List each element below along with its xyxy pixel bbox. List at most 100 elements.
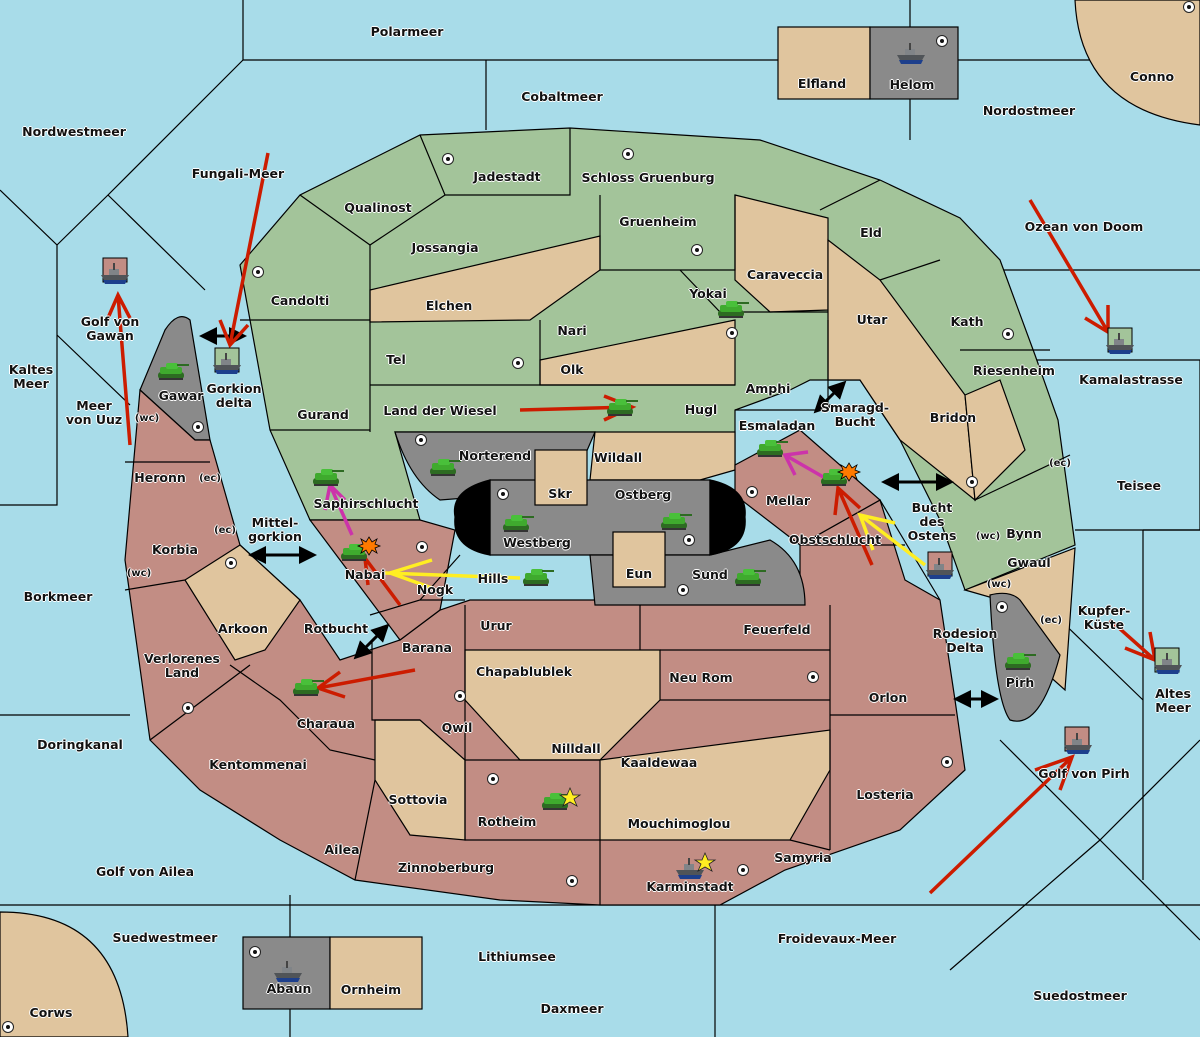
land-label[interactable]: Elchen bbox=[425, 298, 473, 313]
sea-label[interactable]: Cobaltmeer bbox=[521, 89, 603, 104]
land-label[interactable]: Kath bbox=[950, 314, 984, 329]
land-label[interactable]: Elfland bbox=[797, 76, 847, 91]
land-label[interactable]: Corws bbox=[29, 1005, 73, 1020]
sea-label[interactable]: Daxmeer bbox=[540, 1001, 604, 1016]
land-label[interactable]: Feuerfeld bbox=[743, 622, 811, 637]
sea-label[interactable]: Teisee bbox=[1116, 478, 1162, 493]
sea-label[interactable]: Polarmeer bbox=[370, 24, 444, 39]
land-label[interactable]: Urur bbox=[480, 618, 512, 633]
sea-label[interactable]: Rodesion Delta bbox=[932, 626, 998, 655]
land-label[interactable]: Helom bbox=[889, 77, 935, 92]
land-label[interactable]: Samyria bbox=[774, 850, 832, 865]
coast-label: (wc) bbox=[975, 531, 1001, 542]
land-label[interactable]: Karminstadt bbox=[646, 879, 734, 894]
sea-label[interactable]: Kaltes Meer bbox=[8, 362, 54, 391]
sea-label[interactable]: Kupfer- Küste bbox=[1077, 603, 1131, 632]
land-label[interactable]: Nabai bbox=[344, 567, 386, 582]
land-label[interactable]: Candolti bbox=[270, 293, 330, 308]
land-label[interactable]: Norterend bbox=[458, 448, 532, 463]
land-label[interactable]: Pirh bbox=[1005, 675, 1035, 690]
land-label[interactable]: Rotheim bbox=[477, 814, 537, 829]
sea-label[interactable]: Kamalastrasse bbox=[1079, 372, 1183, 387]
land-label[interactable]: Chapablublek bbox=[475, 664, 573, 679]
land-label[interactable]: Barana bbox=[402, 640, 452, 655]
land-label[interactable]: Qualinost bbox=[344, 200, 412, 215]
land-label[interactable]: Conno bbox=[1129, 69, 1175, 84]
land-label[interactable]: Mellar bbox=[765, 493, 811, 508]
sea-label[interactable]: Golf von Gawan bbox=[80, 314, 140, 343]
sea-label[interactable]: Borkmeer bbox=[23, 589, 93, 604]
land-label[interactable]: Sottovia bbox=[388, 792, 448, 807]
land-label[interactable]: Verlorenes Land bbox=[144, 651, 220, 680]
land-label[interactable]: Jossangia bbox=[411, 240, 479, 255]
sea-label[interactable]: Lithiumsee bbox=[478, 949, 556, 964]
move-order bbox=[218, 152, 270, 349]
sea-label[interactable]: Meer von Uuz bbox=[65, 398, 123, 427]
land-label[interactable]: Wildall bbox=[593, 450, 643, 465]
land-label[interactable]: Gwaul bbox=[1007, 555, 1051, 570]
land-label[interactable]: Caraveccia bbox=[746, 267, 824, 282]
land-label[interactable]: Obstschlucht bbox=[788, 532, 882, 547]
land-label[interactable]: Land der Wiesel bbox=[383, 403, 497, 418]
land-label[interactable]: Zinnoberburg bbox=[397, 860, 495, 875]
land-label[interactable]: Utar bbox=[856, 312, 888, 327]
sea-label[interactable]: Froidevaux-Meer bbox=[777, 931, 897, 946]
sea-label[interactable]: Doringkanal bbox=[37, 737, 123, 752]
land-label[interactable]: Gurand bbox=[297, 407, 349, 422]
sea-label[interactable]: Bucht des Ostens bbox=[907, 500, 957, 543]
land-label[interactable]: Sund bbox=[692, 567, 728, 582]
land-label[interactable]: Bynn bbox=[1006, 526, 1042, 541]
land-label[interactable]: Saphirschlucht bbox=[313, 496, 419, 511]
sea-label[interactable]: Gorkion delta bbox=[206, 381, 262, 410]
land-label[interactable]: Arkoon bbox=[218, 621, 268, 636]
sea-label[interactable]: Nordostmeer bbox=[982, 103, 1076, 118]
land-label[interactable]: Mouchimoglou bbox=[627, 816, 731, 831]
land-label[interactable]: Gawar bbox=[158, 388, 204, 403]
land-label[interactable]: Olk bbox=[560, 362, 584, 377]
sea-label[interactable]: Altes Meer bbox=[1155, 686, 1191, 715]
land-label[interactable]: Ornheim bbox=[340, 982, 402, 997]
land-label[interactable]: Westberg bbox=[503, 535, 571, 550]
sea-label[interactable]: Nordwestmeer bbox=[22, 124, 126, 139]
sea-label[interactable]: Suedostmeer bbox=[1033, 988, 1127, 1003]
land-label[interactable]: Kentommenai bbox=[209, 757, 307, 772]
land-label[interactable]: Riesenheim bbox=[973, 363, 1055, 378]
land-label[interactable]: Orlon bbox=[868, 690, 908, 705]
sea-label[interactable]: Suedwestmeer bbox=[112, 930, 218, 945]
land-label[interactable]: Ostberg bbox=[614, 487, 672, 502]
land-label[interactable]: Yokai bbox=[689, 286, 727, 301]
coast-label: (ec) bbox=[1040, 615, 1062, 626]
land-label[interactable]: Charaua bbox=[296, 716, 356, 731]
sea-label[interactable]: Mittel- gorkion bbox=[248, 515, 302, 544]
land-label[interactable]: Skr bbox=[548, 486, 572, 501]
land-label[interactable]: Nari bbox=[557, 323, 587, 338]
land-label[interactable]: Esmaladan bbox=[738, 418, 816, 433]
sea-label[interactable]: Smaragd- Bucht bbox=[820, 400, 890, 429]
land-label[interactable]: Losteria bbox=[856, 787, 914, 802]
land-label[interactable]: Eld bbox=[860, 225, 882, 240]
sea-label[interactable]: Rotbucht bbox=[303, 621, 369, 636]
land-label[interactable]: Eun bbox=[625, 566, 653, 581]
land-label[interactable]: Qwil bbox=[441, 720, 473, 735]
sea-label[interactable]: Ozean von Doom bbox=[1024, 219, 1144, 234]
land-label[interactable]: Ailea bbox=[324, 842, 360, 857]
land-label[interactable]: Hills bbox=[477, 571, 509, 586]
land-label[interactable]: Jadestadt bbox=[473, 169, 541, 184]
land-label[interactable]: Neu Rom bbox=[669, 670, 733, 685]
land-label[interactable]: Amphi bbox=[745, 381, 791, 396]
land-label[interactable]: Korbia bbox=[152, 542, 198, 557]
land-label[interactable]: Nilldall bbox=[551, 741, 601, 756]
land-label[interactable]: Nogk bbox=[416, 582, 454, 597]
sea-label[interactable]: Golf von Pirh bbox=[1038, 766, 1130, 781]
sea-label[interactable]: Golf von Ailea bbox=[95, 864, 195, 879]
land-label[interactable]: Hugl bbox=[684, 402, 718, 417]
land-label[interactable]: Abaun bbox=[266, 981, 312, 996]
land-label[interactable]: Kaaldewaa bbox=[620, 755, 698, 770]
land-label[interactable]: Tel bbox=[386, 352, 406, 367]
land-label[interactable]: Schloss Gruenburg bbox=[581, 170, 715, 185]
land-label[interactable]: Gruenheim bbox=[619, 214, 697, 229]
land-label[interactable]: Heronn bbox=[134, 470, 186, 485]
sea-label[interactable]: Fungali-Meer bbox=[191, 166, 285, 181]
land-label[interactable]: Bridon bbox=[929, 410, 977, 425]
